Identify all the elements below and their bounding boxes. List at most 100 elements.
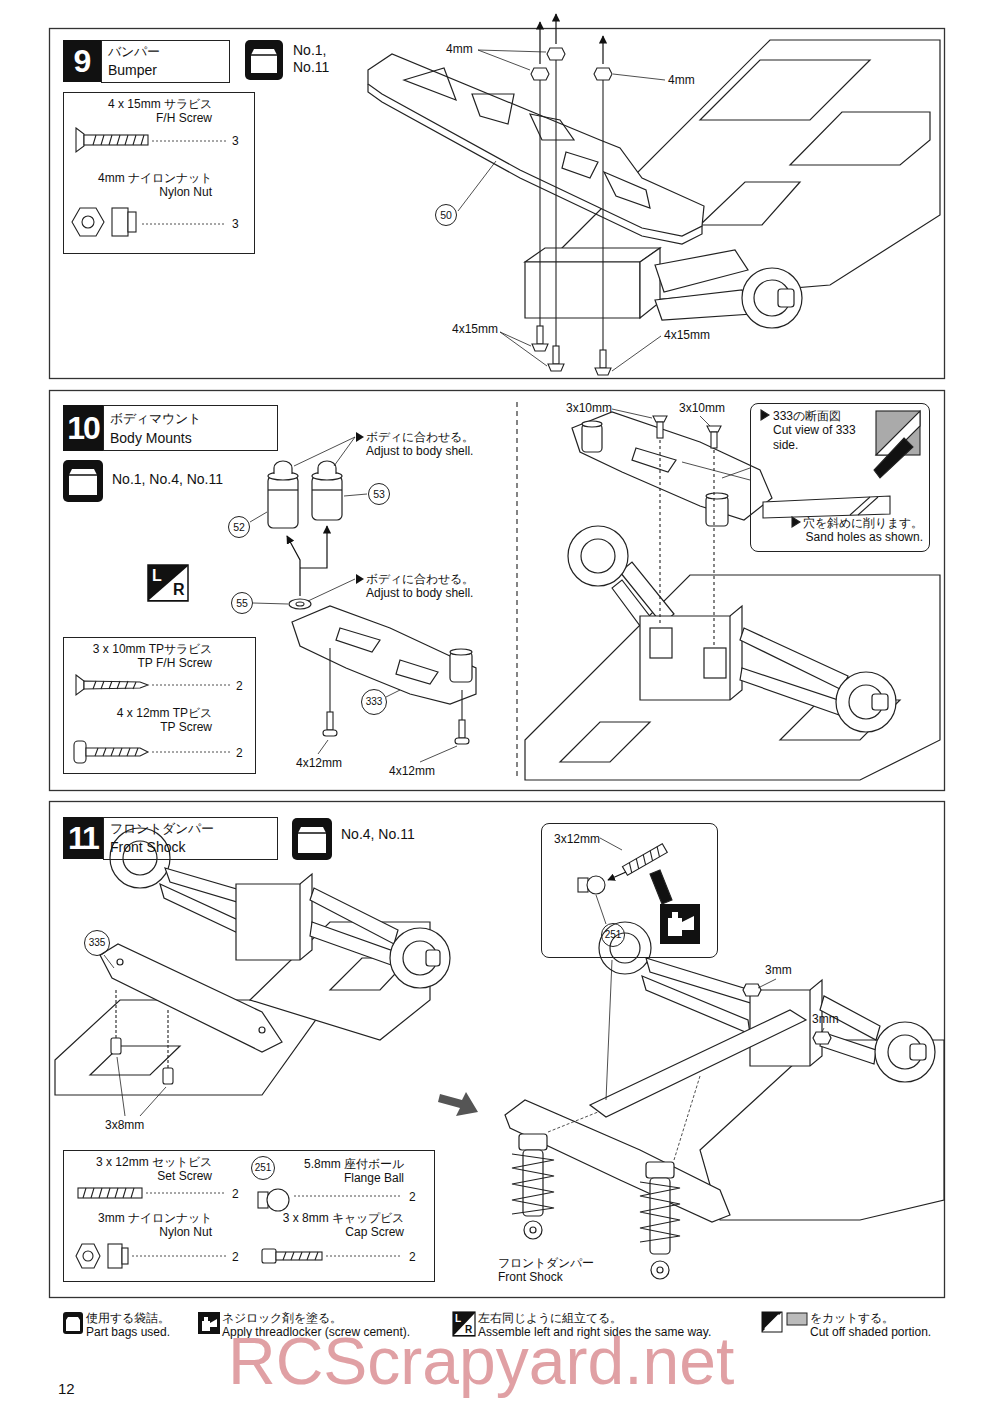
- part-picture: [84, 681, 148, 689]
- node-text: Body Mounts: [110, 430, 192, 447]
- fit-arrow: [287, 526, 327, 596]
- parts-bag-icon: [292, 818, 332, 860]
- legend-icon: [762, 1312, 782, 1332]
- nylon-nut: [531, 48, 612, 80]
- flat-head-screw: [713, 450, 714, 646]
- front-suspension: [160, 884, 240, 934]
- body-mount-plate: [706, 493, 728, 499]
- part-picture: [76, 675, 84, 695]
- step-number: 9: [63, 40, 101, 82]
- legend-icon: [210, 1319, 217, 1327]
- node-text: 3 x 12mm セットビス Set Screw: [72, 1155, 212, 1184]
- part-picture: [283, 1252, 318, 1260]
- text-line: 4mm ナイロンナット: [72, 171, 212, 185]
- front-suspension: [729, 616, 730, 700]
- node-text: 3mm ナイロンナット Nylon Nut: [72, 1211, 212, 1240]
- part-picture: [267, 1189, 289, 1211]
- leader-line: [606, 960, 612, 1100]
- dimension-label: 3x10mm: [566, 401, 612, 415]
- part-picture: [262, 1249, 276, 1263]
- quantity-line: [142, 224, 226, 225]
- part-picture: [95, 748, 138, 756]
- body-mount-plate: [450, 649, 472, 655]
- front-suspension: [872, 694, 888, 710]
- front-suspension: [740, 668, 844, 716]
- leader-line: [386, 690, 400, 697]
- callout-number: 50: [435, 204, 457, 226]
- body-mount-plate: [396, 660, 438, 684]
- leader-line: [117, 1057, 125, 1116]
- cap-screw: [111, 990, 173, 1084]
- dimension-label: 4x12mm: [296, 756, 342, 770]
- node-text: Front Shock: [110, 839, 185, 856]
- bumper-screw: [532, 344, 548, 351]
- icon-letter: L: [152, 566, 162, 585]
- text-line: 3mm ナイロンナット: [72, 1211, 212, 1225]
- body-mount-post: [312, 489, 342, 490]
- body-mount-post: [268, 476, 298, 528]
- leader-line: [613, 74, 665, 80]
- front-shock: [524, 1221, 542, 1239]
- parts-list-box: 4 x 15mm サラビス F/H Screw34mm ナイロンナット Nylo…: [63, 92, 255, 254]
- front-suspension: [236, 874, 312, 960]
- front-suspension: [299, 884, 300, 960]
- body-mount-plate: [572, 412, 772, 526]
- tp-screw: [329, 648, 330, 712]
- text-line: Cut view of 333 side.: [773, 423, 873, 452]
- threadlocker-icon: [672, 912, 678, 918]
- cut-view-picture: [761, 410, 769, 420]
- chassis-plate: [560, 722, 650, 762]
- bumper-plate: [368, 54, 704, 236]
- flat-head-screw: [707, 426, 721, 432]
- flat-head-screw: [653, 416, 721, 646]
- parts-bag-icon: [69, 474, 97, 476]
- quantity-line: [152, 752, 230, 753]
- text-line: Nylon Nut: [72, 185, 212, 199]
- text-line: 3 x 8mm キャップビス: [264, 1211, 404, 1225]
- bumper-screw: [602, 80, 603, 350]
- removal-arrow: [555, 14, 556, 44]
- removal-arrow: [540, 14, 603, 64]
- text-line: フロントダンパー: [498, 1256, 618, 1270]
- node-text: 4mm ナイロンナット Nylon Nut: [72, 171, 212, 200]
- chassis-plate: [790, 112, 930, 165]
- shock-plate: [259, 1027, 265, 1033]
- callout-label: 335: [89, 938, 106, 948]
- leader-line: [596, 838, 622, 924]
- tp-screw: [323, 648, 469, 744]
- part-picture: [72, 208, 104, 236]
- part-picture: [128, 212, 136, 232]
- text-line: Flange Ball: [264, 1171, 404, 1185]
- chassis-plate: [700, 60, 870, 120]
- body-mount-post: [268, 489, 298, 490]
- front-suspension: [655, 250, 748, 292]
- quantity-line: [152, 141, 226, 142]
- left-right-icon: [149, 566, 188, 600]
- bumper-plate: [404, 68, 456, 100]
- icon-letter: R: [173, 580, 185, 599]
- flat-head-screw: [653, 416, 667, 422]
- quantity-line: [294, 1196, 402, 1197]
- part-picture: [108, 1244, 122, 1268]
- front-shock: [519, 1134, 547, 1150]
- parts-bag-icon: [245, 40, 283, 80]
- bumper-plate: [604, 172, 650, 208]
- leader-line: [294, 437, 355, 466]
- text-line: Sand holes as shown.: [781, 530, 923, 544]
- front-suspension: [743, 984, 761, 996]
- callout-number: 333: [361, 689, 387, 715]
- node-text: 333の断面図 Cut view of 333 side.: [773, 409, 873, 452]
- front-suspension: [875, 1022, 935, 1082]
- body-mount-plate: [292, 606, 476, 704]
- parts-bag-icon: [245, 40, 283, 80]
- tp-screw: [461, 690, 462, 720]
- legend-text: をカットする。 Cut off shaded portion.: [810, 1311, 950, 1340]
- front-suspension: [910, 1044, 926, 1060]
- cut-view-box: 333の断面図 Cut view of 333 side.穴を斜めに削ります。 …: [750, 403, 930, 552]
- node-text: 4 x 12mm TPビス TP Screw: [72, 706, 212, 735]
- threadlocker-icon: [668, 918, 682, 936]
- bumper-plate: [368, 54, 704, 244]
- parts-bag-icon: [298, 827, 326, 853]
- front-suspension: [655, 290, 752, 320]
